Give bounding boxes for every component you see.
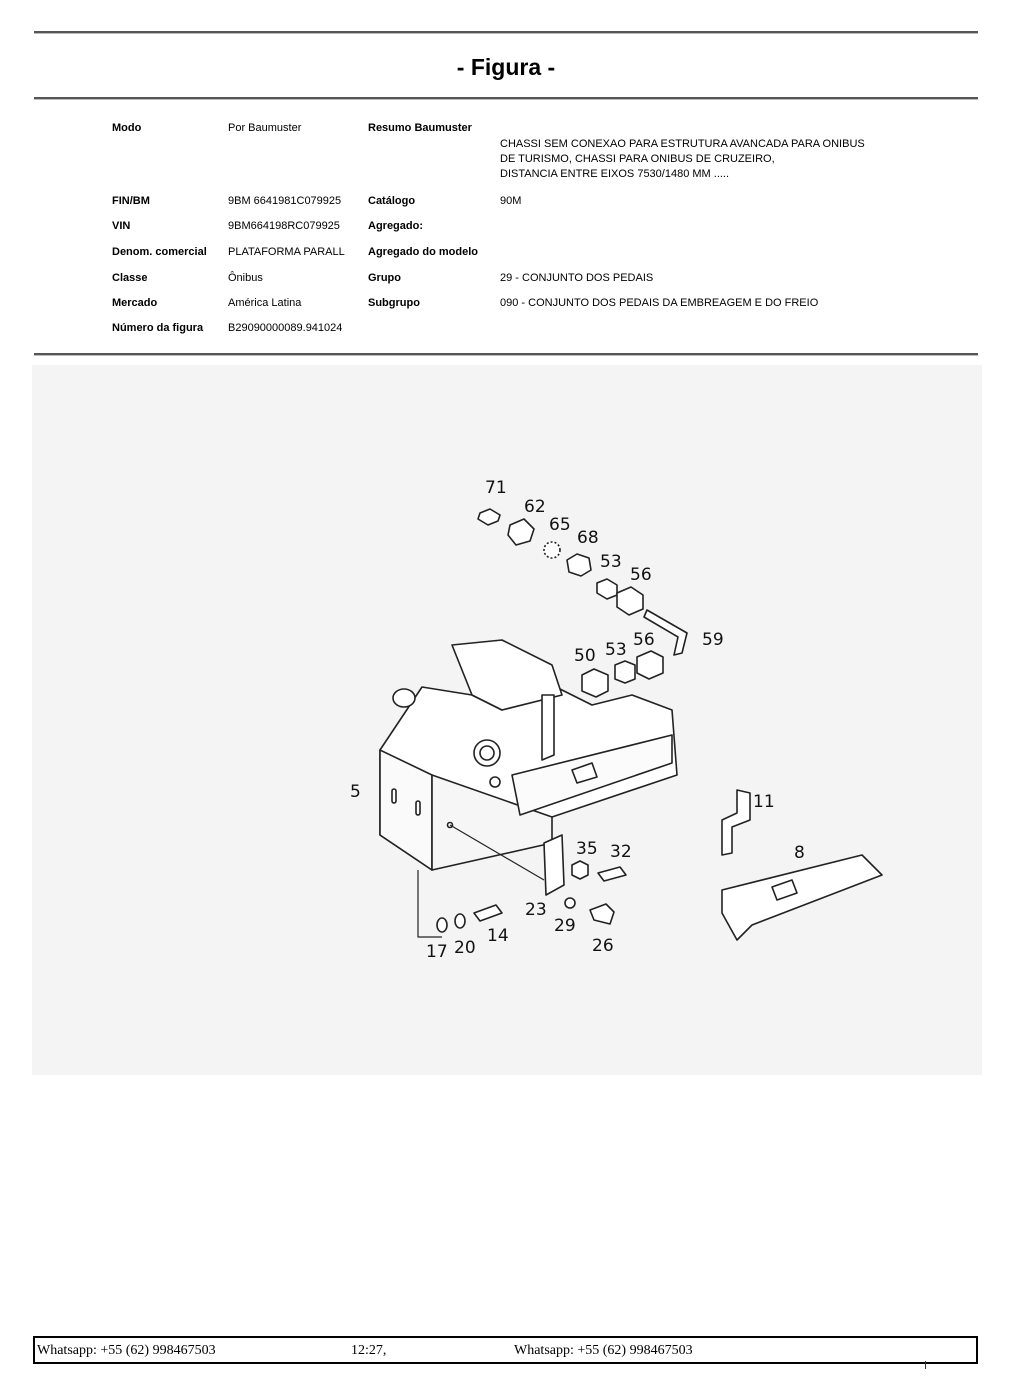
part-59 (643, 609, 688, 656)
callout-17: 17 (426, 942, 448, 962)
mercado-value: América Latina (228, 297, 302, 309)
callout-59: 59 (702, 630, 724, 650)
resumo-line: DISTANCIA ENTRE EIXOS 7530/1480 MM ..... (500, 168, 730, 180)
pivot-shaft (392, 688, 416, 708)
bracket-vertical-tab (541, 694, 555, 761)
catalogo-label: Catálogo (368, 195, 416, 207)
numero-value: B29090000089.941024 (228, 322, 343, 334)
part-62 (507, 518, 535, 546)
callout-56: 56 (630, 565, 652, 585)
part-56-lower (636, 650, 664, 680)
callout-26: 26 (592, 936, 614, 956)
part-35 (571, 860, 589, 880)
classe-label: Classe (112, 272, 148, 284)
modo-value: Por Baumuster (228, 122, 302, 134)
part-23-plate (543, 834, 565, 896)
part-26 (589, 903, 615, 925)
subgrupo-label: Subgrupo (368, 297, 420, 309)
info-rule (34, 353, 978, 356)
modo-label: Modo (112, 122, 142, 134)
footer-whatsapp-right: Whatsapp: +55 (62) 998467503 (514, 1343, 693, 1358)
callout-11: 11 (753, 792, 775, 812)
callout-8: 8 (794, 843, 805, 863)
part-8 (721, 854, 883, 941)
part-53-upper (596, 578, 618, 600)
callout-29: 29 (554, 916, 576, 936)
page-tick (925, 1361, 926, 1369)
top-rule (34, 31, 978, 34)
resumo-value: CHASSI SEM CONEXAO PARA ESTRUTURA AVANCA… (500, 137, 865, 182)
callout-20: 20 (454, 938, 476, 958)
parts-figure: 71 62 65 68 53 56 59 50 53 56 5 11 8 35 … (32, 365, 982, 1075)
subgrupo-value: 090 - CONJUNTO DOS PEDAIS DA EMBREAGEM E… (500, 297, 819, 309)
fin-label: FIN/BM (112, 195, 150, 207)
denom-value: PLATAFORMA PARALL (228, 246, 345, 258)
exploded-parts-diagram: 71 62 65 68 53 56 59 50 53 56 5 11 8 35 … (350, 478, 883, 962)
resumo-label: Resumo Baumuster (368, 122, 472, 134)
denom-label: Denom. comercial (112, 246, 207, 258)
footer-whatsapp-left: Whatsapp: +55 (62) 998467503 (37, 1343, 216, 1358)
callout-68: 68 (577, 528, 599, 548)
callout-53: 53 (600, 552, 622, 572)
agregado-label: Agregado: (368, 220, 423, 232)
part-50 (581, 668, 609, 698)
footer-bar: Whatsapp: +55 (62) 998467503 12:27, What… (33, 1336, 978, 1364)
part-65 (543, 541, 561, 559)
callout-65: 65 (549, 515, 571, 535)
callout-53b: 53 (605, 640, 627, 660)
part-11 (721, 789, 751, 856)
numero-label: Número da figura (112, 322, 204, 334)
resumo-line: CHASSI SEM CONEXAO PARA ESTRUTURA AVANCA… (500, 138, 865, 150)
part-29 (564, 897, 576, 909)
resumo-line: DE TURISMO, CHASSI PARA ONIBUS DE CRUZEI… (500, 153, 775, 165)
part-53-lower (614, 660, 636, 684)
agregado-modelo-label: Agregado do modelo (368, 246, 478, 258)
callout-62: 62 (524, 497, 546, 517)
classe-value: Ônibus (228, 272, 263, 284)
page-title: - Figura - (456, 54, 556, 80)
callout-35: 35 (576, 839, 598, 859)
callout-23: 23 (525, 900, 547, 920)
callout-50: 50 (574, 646, 596, 666)
vin-value: 9BM664198RC079925 (228, 220, 340, 232)
mercado-label: Mercado (112, 297, 158, 309)
callout-14: 14 (487, 926, 509, 946)
bracket-top-tab (451, 639, 563, 711)
catalogo-value: 90M (500, 195, 522, 207)
header-rule (34, 97, 978, 100)
part-68 (566, 553, 592, 577)
callout-32: 32 (610, 842, 632, 862)
callout-56b: 56 (633, 630, 655, 650)
grupo-label: Grupo (368, 272, 401, 284)
part-17 (436, 917, 448, 933)
footer-time: 12:27, (351, 1343, 387, 1358)
part-14 (473, 904, 503, 922)
part-71 (477, 508, 501, 526)
vin-label: VIN (112, 220, 131, 232)
grupo-value: 29 - CONJUNTO DOS PEDAIS (500, 272, 654, 284)
part-56-upper (616, 586, 644, 616)
callout-71: 71 (485, 478, 507, 498)
callout-5: 5 (350, 782, 361, 802)
part-20 (454, 913, 466, 929)
fin-value: 9BM 6641981C079925 (228, 195, 342, 207)
part-32 (597, 866, 627, 882)
